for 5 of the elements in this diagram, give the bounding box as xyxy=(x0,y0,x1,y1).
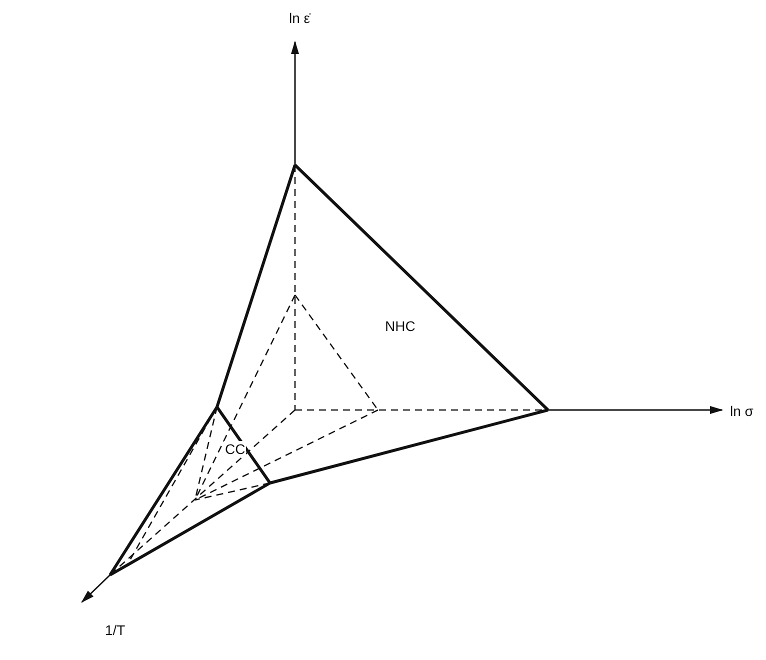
region-label: CC xyxy=(224,441,246,457)
axis-label: ln σ xyxy=(729,403,754,419)
axis-label: ln ε̇ xyxy=(288,10,312,26)
axis-label: 1/T xyxy=(104,622,126,638)
region-label: NHC xyxy=(384,318,416,334)
